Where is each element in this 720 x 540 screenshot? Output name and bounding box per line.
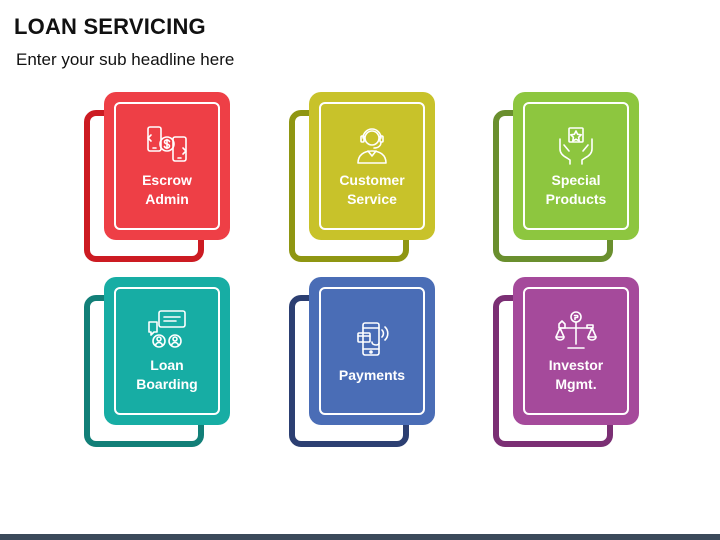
escrow-phones-icon bbox=[145, 123, 189, 167]
card-label: Escrow Admin bbox=[142, 172, 192, 207]
card-loan-boarding: Loan Boarding bbox=[84, 277, 230, 449]
card-label: Special Products bbox=[545, 172, 607, 207]
card-special-products: Special Products bbox=[493, 92, 639, 264]
card-front-panel: Escrow Admin bbox=[104, 92, 230, 240]
card-label: Payments bbox=[338, 366, 406, 383]
card-inner-frame: Loan Boarding bbox=[114, 287, 220, 415]
customer-service-agent-icon bbox=[350, 123, 394, 167]
card-investor-mgmt: Investor Mgmt. bbox=[493, 277, 639, 449]
card-inner-frame: Investor Mgmt. bbox=[523, 287, 629, 415]
card-front-panel: Payments bbox=[309, 277, 435, 425]
card-front-panel: Special Products bbox=[513, 92, 639, 240]
card-front-panel: Investor Mgmt. bbox=[513, 277, 639, 425]
card-label: Investor Mgmt. bbox=[548, 357, 604, 392]
card-inner-frame: Escrow Admin bbox=[114, 102, 220, 230]
chat-people-icon bbox=[145, 308, 189, 352]
card-inner-frame: Special Products bbox=[523, 102, 629, 230]
card-escrow-admin: Escrow Admin bbox=[84, 92, 230, 264]
card-label: Customer Service bbox=[339, 172, 405, 207]
hands-star-icon bbox=[554, 123, 598, 167]
card-payments: Payments bbox=[289, 277, 435, 449]
footer-bar bbox=[0, 534, 720, 540]
page-subtitle: Enter your sub headline here bbox=[16, 50, 235, 69]
mobile-payment-icon bbox=[350, 318, 394, 362]
card-front-panel: Customer Service bbox=[309, 92, 435, 240]
card-inner-frame: Payments bbox=[319, 287, 425, 415]
card-customer-service: Customer Service bbox=[289, 92, 435, 264]
card-inner-frame: Customer Service bbox=[319, 102, 425, 230]
card-label: Loan Boarding bbox=[136, 357, 198, 392]
investor-scale-icon bbox=[554, 308, 598, 352]
card-front-panel: Loan Boarding bbox=[104, 277, 230, 425]
page-title: LOAN SERVICING bbox=[14, 14, 206, 39]
